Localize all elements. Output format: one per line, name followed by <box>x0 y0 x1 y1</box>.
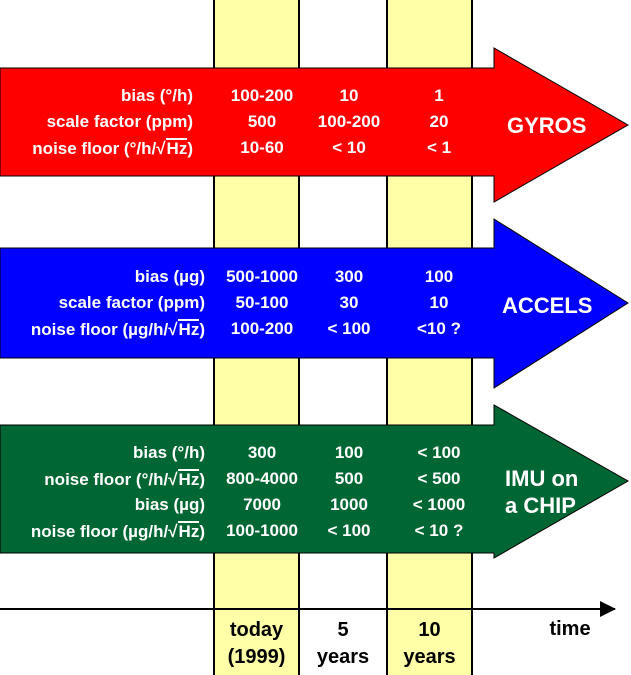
imu-bias-accel-label: bias (µg) <box>134 495 205 514</box>
imu-noise-accel-label: noise floor (µg/h/√Hz) <box>30 521 205 541</box>
imu-noise-rate-10y: < 500 <box>417 469 461 488</box>
axis-label-10-years: 10 years <box>386 617 473 671</box>
accels-bias-5y: 300 <box>334 267 364 286</box>
axis-label-5-years-line1: 5 <box>337 619 349 641</box>
accels-scale-label: scale factor (ppm) <box>58 293 205 312</box>
accels-scale-today: 50-100 <box>235 293 289 312</box>
accels-scale-10y: 10 <box>429 293 449 312</box>
accels-bias-today: 500-1000 <box>226 267 298 286</box>
axis-label-5-years: 5 years <box>300 617 386 671</box>
gyros-scale-5y: 100-200 <box>317 112 381 131</box>
imu-bias-rate-5y: 100 <box>334 443 364 462</box>
imu-title: IMU on a CHIP <box>505 465 578 519</box>
gyros-scale-10y: 20 <box>429 112 449 131</box>
imu-noise-accel-today: 100-1000 <box>226 521 298 540</box>
gyros-bias-5y: 10 <box>339 86 359 105</box>
imu-noise-accel-5y: < 100 <box>327 521 371 540</box>
gyros-title: GYROS <box>507 113 587 138</box>
accels-title: ACCELS <box>502 293 593 318</box>
accels-noise-today: 100-200 <box>230 319 294 338</box>
gyros-scale-label: scale factor (ppm) <box>46 112 193 131</box>
gyros-scale-today: 500 <box>247 112 277 131</box>
gyros-bias-label: bias (°/h) <box>121 86 193 105</box>
imu-bias-rate-10y: < 100 <box>417 443 461 462</box>
imu-title-line2: a CHIP <box>505 493 576 518</box>
imu-noise-rate-today: 800-4000 <box>226 469 298 488</box>
gyros-bias-10y: 1 <box>434 86 444 105</box>
axis-label-10-years-line1: 10 <box>418 619 441 641</box>
time-axis <box>0 608 615 610</box>
imu-noise-rate-5y: 500 <box>334 469 364 488</box>
imu-bias-accel-5y: 1000 <box>330 495 368 514</box>
accels-bias-label: bias (µg) <box>134 267 205 286</box>
accels-bias-10y: 100 <box>424 267 454 286</box>
accels-noise-label: noise floor (µg/h/√Hz) <box>30 319 205 339</box>
imu-bias-rate-today: 300 <box>247 443 277 462</box>
accels-noise-10y: <10 ? <box>417 319 461 338</box>
imu-noise-rate-label: noise floor (°/h/√Hz) <box>44 469 205 489</box>
imu-noise-accel-10y: < 10 ? <box>414 521 464 540</box>
axis-label-today-line2: (1999) <box>227 646 286 668</box>
axis-label-5-years-line2: years <box>316 646 370 668</box>
gyros-bias-today: 100-200 <box>230 86 294 105</box>
axis-label-today-line1: today <box>229 619 284 641</box>
time-axis-arrowhead <box>600 601 616 617</box>
axis-label-today: today (1999) <box>213 617 300 671</box>
gyros-noise-today: 10-60 <box>240 138 284 157</box>
gyros-noise-10y: < 1 <box>426 138 452 157</box>
gyros-noise-label: noise floor (°/h/√Hz) <box>32 138 193 158</box>
gyros-noise-5y: < 10 <box>332 138 366 157</box>
imu-bias-accel-10y: < 1000 <box>412 495 466 514</box>
axis-label-10-years-line2: years <box>403 646 456 668</box>
imu-bias-rate-label: bias (°/h) <box>133 443 205 462</box>
accels-scale-5y: 30 <box>339 293 359 312</box>
imu-title-line1: IMU on <box>505 466 579 491</box>
axis-label-time: time <box>549 618 591 640</box>
imu-bias-accel-today: 7000 <box>243 495 281 514</box>
accels-noise-5y: < 100 <box>327 319 371 338</box>
